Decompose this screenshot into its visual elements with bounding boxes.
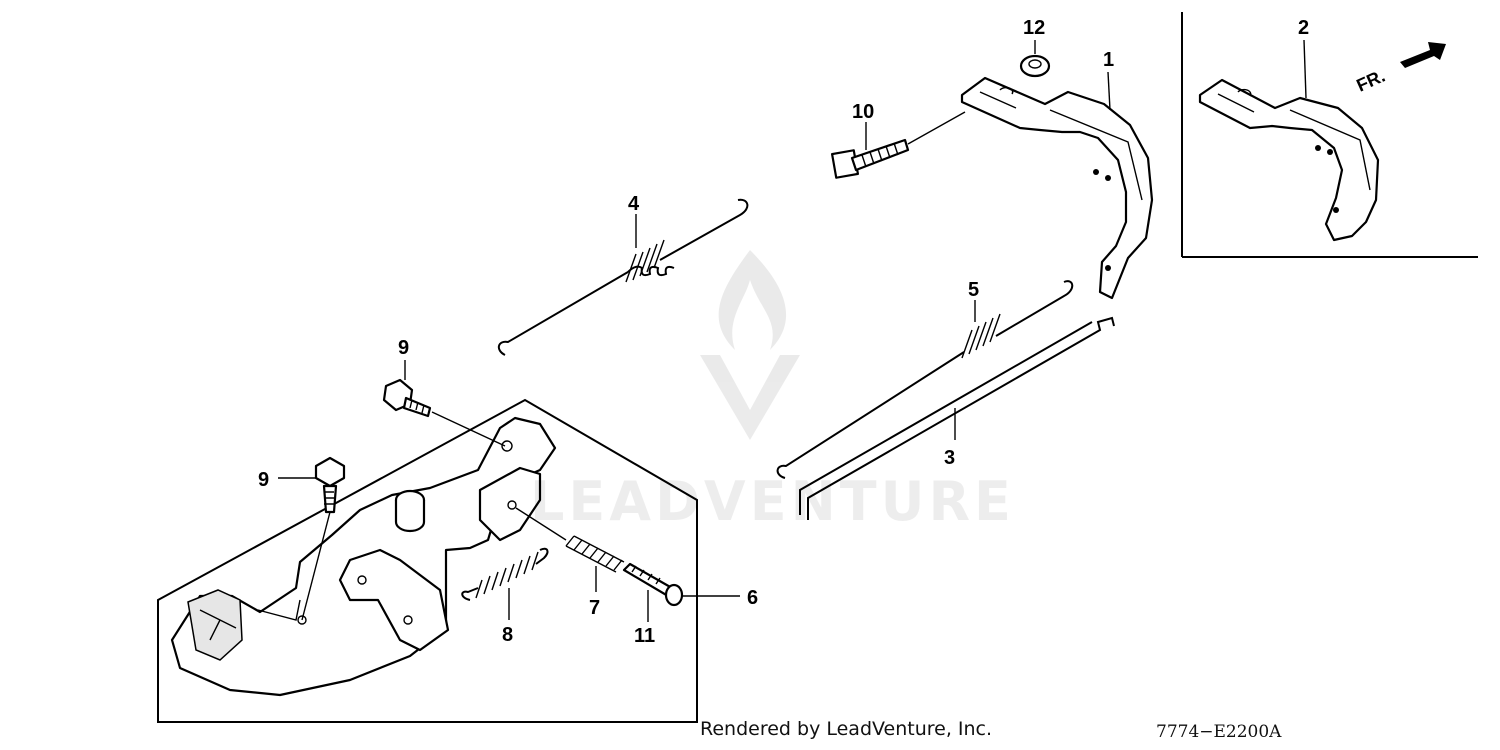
diagram-code: 7774−E2200A bbox=[1156, 722, 1282, 742]
callout-9-lower: 9 bbox=[258, 469, 269, 491]
part-5-spring bbox=[776, 280, 1074, 479]
watermark-logo-icon bbox=[700, 250, 800, 440]
callout-5: 5 bbox=[968, 279, 979, 301]
callout-4: 4 bbox=[628, 193, 640, 215]
part-1-bracket bbox=[960, 76, 1154, 300]
callout-1: 1 bbox=[1103, 49, 1114, 71]
callout-12: 12 bbox=[1023, 17, 1045, 39]
watermark-text: LEADVENTURE bbox=[530, 470, 1015, 533]
callout-10: 10 bbox=[852, 101, 874, 123]
callout-7: 7 bbox=[589, 597, 600, 619]
front-direction-arrow-icon bbox=[1400, 42, 1446, 68]
part-8-spring bbox=[461, 547, 549, 601]
part-2-bracket bbox=[1198, 78, 1380, 242]
part-9-bolt-upper bbox=[382, 378, 432, 418]
render-credit: Rendered by LeadVenture, Inc. bbox=[700, 718, 993, 740]
callout-2: 2 bbox=[1298, 17, 1309, 39]
callout-8: 8 bbox=[502, 624, 513, 646]
part-3-rod bbox=[799, 316, 1115, 520]
front-direction-label: FR. bbox=[1353, 66, 1388, 96]
part-10-bolt bbox=[830, 138, 910, 179]
callout-9-upper: 9 bbox=[398, 337, 409, 359]
part-6-lever-plate bbox=[170, 416, 557, 697]
part-12-nut bbox=[1019, 54, 1051, 78]
part-4-spring bbox=[497, 198, 749, 356]
part-9-bolt-lower bbox=[314, 456, 346, 514]
callout-6: 6 bbox=[747, 587, 758, 609]
part-6-lever-plate-outline bbox=[157, 398, 698, 723]
part-11-screw bbox=[622, 562, 684, 607]
part-7-spring bbox=[565, 535, 625, 573]
callout-3: 3 bbox=[944, 447, 955, 469]
callout-11: 11 bbox=[634, 625, 655, 647]
inset-frame bbox=[1181, 12, 1478, 258]
